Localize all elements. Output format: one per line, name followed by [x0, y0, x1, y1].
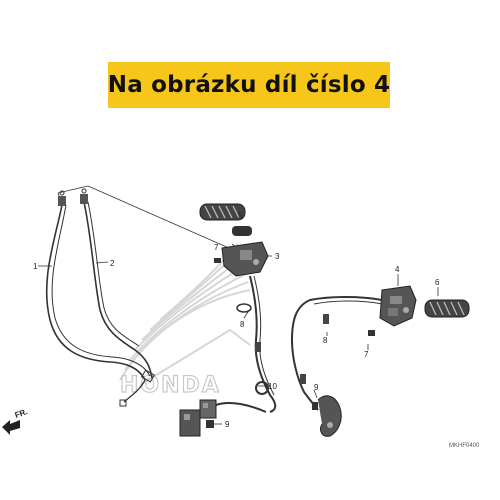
part-number-9-connector: 9 — [225, 420, 230, 429]
part-number-7-left: 7 — [364, 350, 369, 359]
title-banner: Na obrázku díl číslo 4 — [108, 62, 390, 108]
connector-block — [179, 399, 217, 437]
part-number-8-right: 8 — [240, 320, 245, 329]
banner-text: Na obrázku díl číslo 4 — [107, 72, 391, 98]
screw-icon — [368, 330, 375, 336]
left-grip — [424, 299, 470, 318]
direction-label: FR. — [14, 407, 29, 420]
part-number-7-right: 7 — [214, 243, 219, 252]
right-switch-housing — [221, 241, 269, 277]
part-number-1: 1 — [33, 262, 38, 271]
throttle-grip — [199, 203, 252, 236]
bracket-icon — [317, 395, 342, 437]
throttle-cable-2 — [83, 201, 153, 379]
part-number-10: 10 — [268, 382, 277, 391]
part-number-6: 6 — [435, 278, 440, 287]
direction-arrow-icon — [2, 420, 20, 435]
clamp-icon — [255, 381, 269, 395]
part-number-3: 3 — [275, 252, 280, 261]
throttle-cable-1 — [45, 204, 146, 381]
left-switch-housing — [379, 285, 417, 327]
honda-watermark-text: HONDA — [120, 373, 221, 398]
grommet-icon — [236, 303, 252, 313]
part-number-8-left: 8 — [323, 336, 328, 345]
screw-icon — [214, 258, 221, 263]
part-number-9-bracket: 9 — [314, 383, 319, 392]
part-number-2: 2 — [110, 259, 115, 268]
part-number-5: 5 — [238, 211, 243, 220]
diagram-code: MKHF0400 — [449, 443, 480, 449]
part-number-4: 4 — [395, 265, 400, 274]
